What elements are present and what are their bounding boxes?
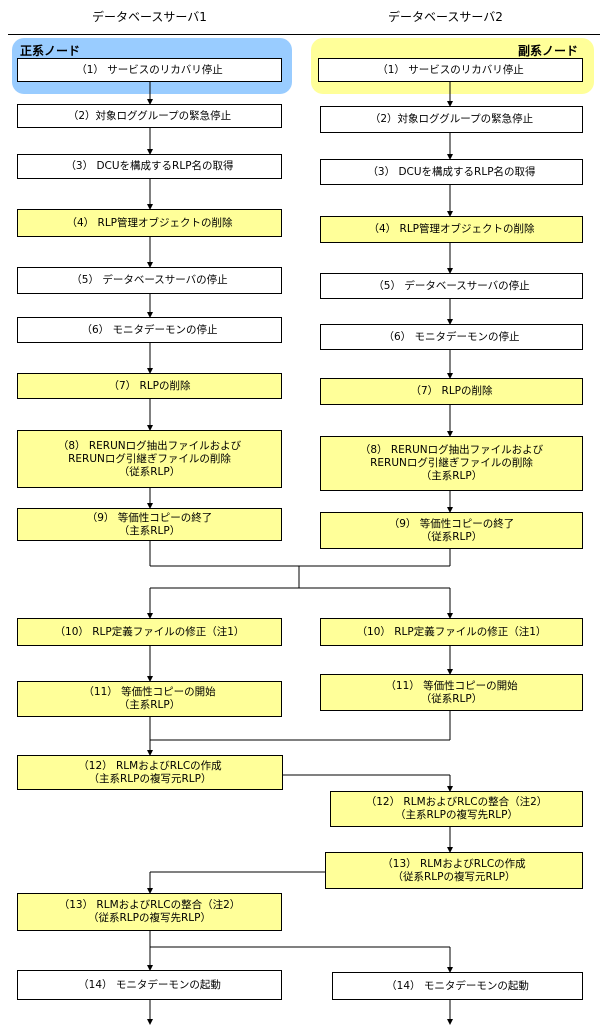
left-step-11: （11） 等価性コピーの開始 （主系RLP） — [17, 681, 282, 717]
server2-header: データベースサーバ2 — [388, 10, 503, 24]
right-step-4: （4） RLP管理オブジェクトの削除 — [320, 216, 583, 243]
primary-node-label: 正系ノード — [20, 44, 81, 58]
left-step-5: （5） データベースサーバの停止 — [17, 267, 282, 294]
secondary-node-label: 副系ノード — [518, 44, 579, 58]
left-step-9: （9） 等価性コピーの終了 （主系RLP） — [17, 508, 282, 541]
left-step-12: （12） RLMおよびRLCの作成 （主系RLPの複写元RLP） — [17, 755, 283, 790]
right-step-12: （12） RLMおよびRLCの整合（注2） （主系RLPの複写先RLP） — [330, 791, 583, 827]
right-step-3: （3） DCUを構成するRLP名の取得 — [320, 159, 583, 185]
left-step-7: （7） RLPの削除 — [17, 373, 282, 399]
left-step-2: （2）対象ロググループの緊急停止 — [17, 104, 282, 128]
header-divider — [8, 34, 600, 35]
right-step-14: （14） モニタデーモンの起動 — [332, 972, 583, 1000]
right-step-7: （7） RLPの削除 — [320, 378, 583, 405]
left-step-13: （13） RLMおよびRLCの整合（注2） （従系RLPの複写先RLP） — [17, 893, 282, 931]
right-step-13: （13） RLMおよびRLCの作成 （従系RLPの複写元RLP） — [325, 852, 583, 889]
left-step-4: （4） RLP管理オブジェクトの削除 — [17, 209, 282, 237]
right-step-11: （11） 等価性コピーの開始 （従系RLP） — [320, 674, 583, 711]
left-step-8: （8） RERUNログ抽出ファイルおよび RERUNログ引継ぎファイルの削除 （… — [17, 430, 282, 488]
left-step-10: （10） RLP定義ファイルの修正（注1） — [17, 618, 282, 646]
left-step-6: （6） モニタデーモンの停止 — [17, 317, 282, 343]
right-step-8: （8） RERUNログ抽出ファイルおよび RERUNログ引継ぎファイルの削除 （… — [320, 436, 583, 491]
right-step-1: （1） サービスのリカバリ停止 — [318, 58, 583, 82]
left-step-1: （1） サービスのリカバリ停止 — [17, 58, 282, 82]
server1-header: データベースサーバ1 — [92, 10, 207, 24]
right-step-2: （2）対象ロググループの緊急停止 — [320, 106, 583, 133]
left-step-3: （3） DCUを構成するRLP名の取得 — [17, 154, 282, 179]
right-step-10: （10） RLP定義ファイルの修正（注1） — [320, 618, 583, 646]
right-step-5: （5） データベースサーバの停止 — [320, 273, 583, 299]
left-step-14: （14） モニタデーモンの起動 — [17, 970, 282, 1000]
right-step-9: （9） 等価性コピーの終了 （従系RLP） — [320, 512, 583, 549]
right-step-6: （6） モニタデーモンの停止 — [320, 324, 583, 350]
